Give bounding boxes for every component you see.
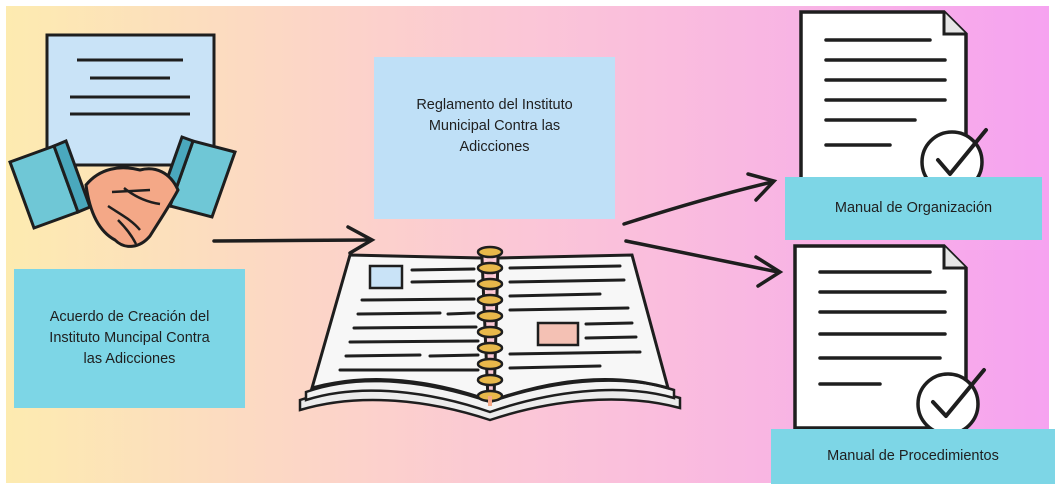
node-reglamento-line: Municipal Contra las	[428, 118, 561, 135]
node-reglamento: Reglamento del Instituto Municipal Contr…	[374, 57, 615, 219]
node-procedimientos: Manual de Procedimientos	[771, 429, 1055, 484]
document-check-icon	[793, 244, 986, 436]
arrow-reglamento-to-procedimientos	[624, 239, 784, 288]
node-reglamento-line: Adicciones	[459, 139, 530, 156]
arrow-reglamento-to-organizacion	[622, 172, 778, 226]
open-book-icon	[298, 245, 682, 422]
document-check-icon	[799, 10, 988, 194]
node-organizacion-label: Manual de Organización	[834, 199, 993, 216]
arrow-acuerdo-to-reglamento	[212, 225, 376, 255]
node-acuerdo: Acuerdo de Creación del Instituto Muncip…	[14, 269, 245, 408]
node-reglamento-line: Reglamento del Instituto	[416, 97, 573, 113]
node-acuerdo-line: Instituto Muncipal Contra	[49, 329, 210, 346]
node-procedimientos-label: Manual de Procedimientos	[827, 447, 999, 464]
node-acuerdo-line: Acuerdo de Creación del	[49, 308, 210, 325]
node-organizacion: Manual de Organización	[785, 177, 1042, 240]
handshake-contract-icon	[8, 33, 237, 248]
node-acuerdo-line: las Adicciones	[83, 351, 176, 367]
